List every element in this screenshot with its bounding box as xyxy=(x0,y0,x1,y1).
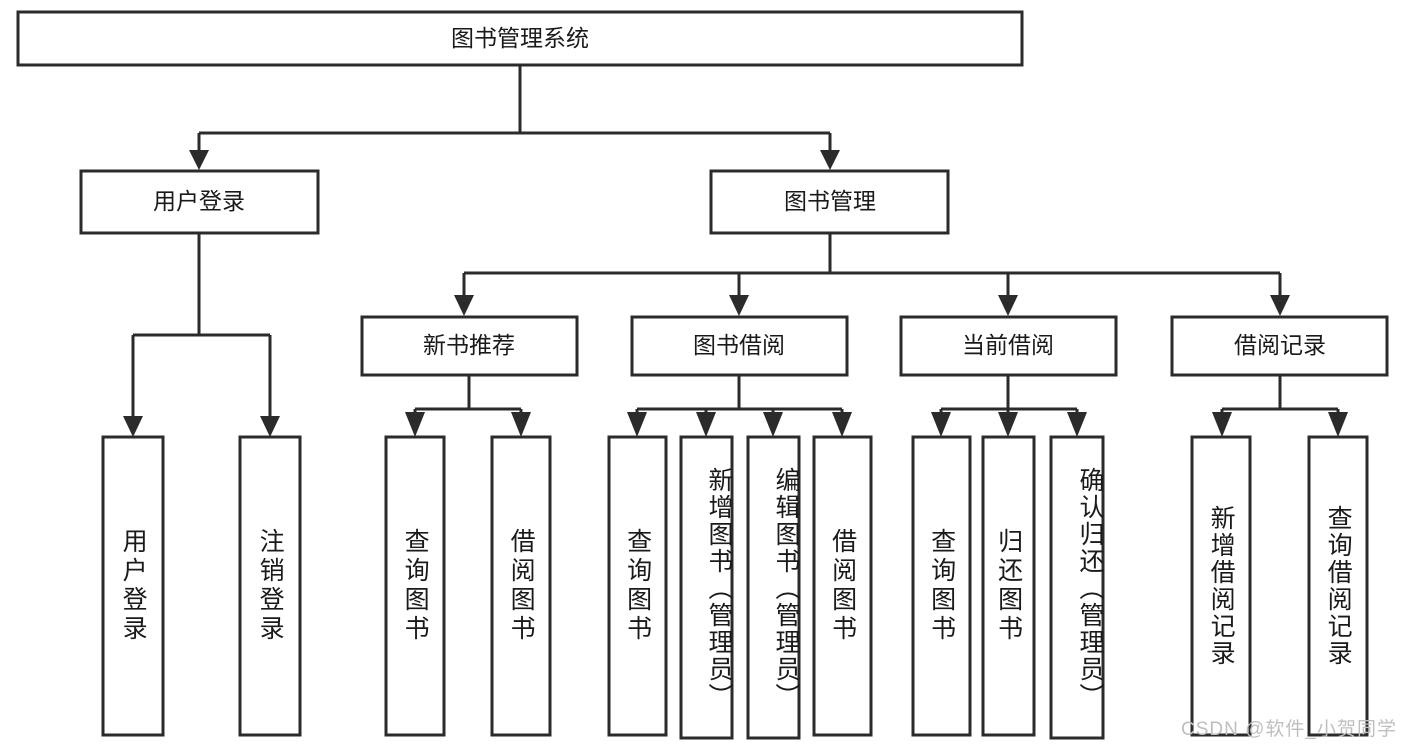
leaf-edit-book-box[interactable] xyxy=(746,435,801,740)
leaf-boxes-current-borrow xyxy=(911,435,1105,740)
leaf-boxes-book-borrow xyxy=(607,435,873,740)
connector-group-book-borrow xyxy=(627,375,852,437)
node-root-box[interactable] xyxy=(16,10,1024,67)
node-user-login-label: 用户登录 xyxy=(153,188,245,214)
arrow-head-leaf-logout xyxy=(260,416,280,437)
node-borrow-record-label: 借阅记录 xyxy=(1234,332,1326,358)
node-book-management[interactable]: 图书管理 xyxy=(709,169,950,235)
leaf-add-record-box[interactable] xyxy=(1190,435,1252,737)
connector-group-borrow-record xyxy=(1212,375,1348,437)
arrow-head-leaf-edit-book xyxy=(763,412,783,437)
leaf-query-book-2-box[interactable] xyxy=(607,435,668,737)
node-book-management-box[interactable] xyxy=(709,169,950,235)
leaf-query-record-box[interactable] xyxy=(1307,435,1369,737)
leaf-borrow-book-2-box[interactable] xyxy=(812,435,873,737)
node-borrow-record-box[interactable] xyxy=(1170,315,1389,377)
node-user-login[interactable]: 用户登录 xyxy=(79,169,320,235)
arrow-head-leaf-add-record xyxy=(1212,412,1232,437)
arrow-head-borrow-record xyxy=(1270,295,1290,316)
arrow-head-leaf-borrow-book-2 xyxy=(832,412,852,437)
connector-group-user-login xyxy=(123,233,280,437)
arrow-head-leaf-user-login xyxy=(123,416,143,437)
arrow-head-user-login xyxy=(189,150,209,170)
csdn-watermark: CSDN @软件_小贺同学 xyxy=(1181,719,1397,740)
leaf-boxes-borrow-record xyxy=(1190,435,1369,737)
arrow-head-leaf-query-book-1 xyxy=(405,412,425,437)
leaf-boxes-user-login xyxy=(101,435,302,737)
connector-group-current-borrow xyxy=(931,375,1087,437)
node-current-borrow[interactable]: 当前借阅 xyxy=(899,315,1118,377)
leaf-boxes-new-book-recommend xyxy=(384,435,552,737)
leaf-confirm-return-box[interactable] xyxy=(1049,435,1105,740)
connector-group-root xyxy=(189,66,840,170)
leaf-logout-box[interactable] xyxy=(238,435,302,737)
arrow-head-leaf-query-book-2 xyxy=(627,412,647,437)
arrow-head-book-borrow xyxy=(729,295,749,316)
node-current-borrow-box[interactable] xyxy=(899,315,1118,377)
node-book-management-label: 图书管理 xyxy=(784,188,876,214)
arrow-head-new-book-recommend xyxy=(454,295,474,316)
node-user-login-box[interactable] xyxy=(79,169,320,235)
node-new-book-recommend-box[interactable] xyxy=(360,315,579,377)
arrow-head-current-borrow xyxy=(998,295,1018,316)
node-new-book-recommend-label: 新书推荐 xyxy=(423,332,515,358)
arrow-head-book-management xyxy=(820,150,840,170)
arrow-head-leaf-return-book xyxy=(998,412,1018,437)
arrow-head-leaf-confirm-return xyxy=(1067,412,1087,437)
node-book-borrow-label: 图书借阅 xyxy=(693,332,785,358)
connector-group-new-book-recommend xyxy=(405,375,531,437)
leaf-add-book-box[interactable] xyxy=(679,435,734,740)
leaf-borrow-book-1-box[interactable] xyxy=(490,435,552,737)
connector-group-book-management xyxy=(454,233,1290,316)
arrow-head-leaf-borrow-book-1 xyxy=(511,412,531,437)
leaf-return-book-box[interactable] xyxy=(981,435,1036,737)
node-root-label: 图书管理系统 xyxy=(451,25,589,51)
node-book-borrow-box[interactable] xyxy=(630,315,849,377)
node-book-borrow[interactable]: 图书借阅 xyxy=(630,315,849,377)
arrow-head-leaf-query-book-3 xyxy=(931,412,951,437)
arrow-head-leaf-query-record xyxy=(1328,412,1348,437)
node-current-borrow-label: 当前借阅 xyxy=(962,332,1054,358)
leaf-query-book-1-box[interactable] xyxy=(384,435,446,737)
leaf-user-login-box[interactable] xyxy=(101,435,165,737)
node-new-book-recommend[interactable]: 新书推荐 xyxy=(360,315,579,377)
leaf-query-book-3-box[interactable] xyxy=(911,435,972,737)
node-root[interactable]: 图书管理系统 xyxy=(16,10,1024,67)
node-borrow-record[interactable]: 借阅记录 xyxy=(1170,315,1389,377)
arrow-head-leaf-add-book xyxy=(696,412,716,437)
